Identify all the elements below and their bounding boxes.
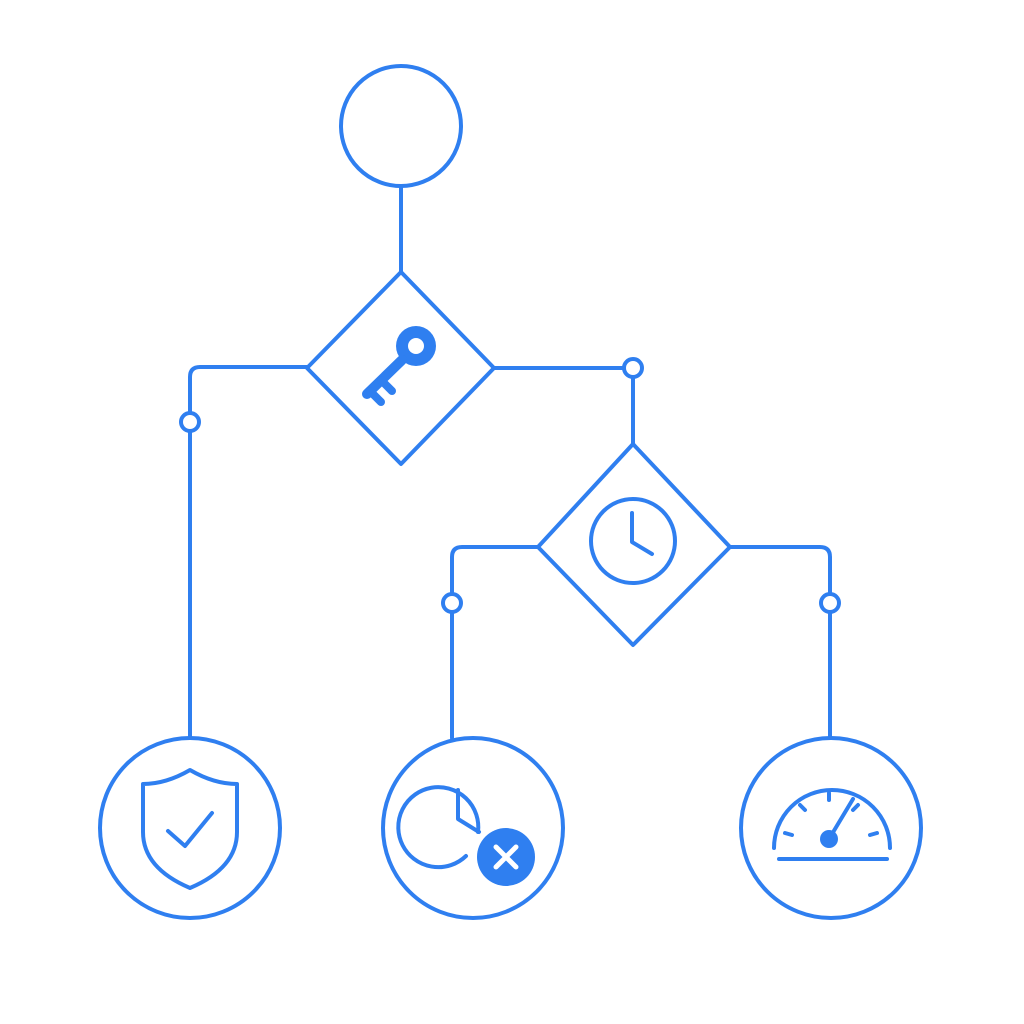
start-circle bbox=[339, 64, 463, 188]
junction-dot-timeout bbox=[441, 592, 463, 614]
start-node[interactable] bbox=[339, 64, 463, 188]
outcome-timeout-node[interactable] bbox=[381, 736, 565, 920]
edge-key-decision-to-shield bbox=[188, 365, 309, 738]
outcome-gauge-node[interactable] bbox=[739, 736, 923, 920]
shield-check-icon bbox=[141, 768, 239, 890]
clock-icon bbox=[589, 497, 677, 585]
junction-dot-left bbox=[179, 411, 201, 433]
junction-dot-gauge bbox=[819, 592, 841, 614]
speedometer-icon bbox=[772, 788, 892, 861]
connectors bbox=[188, 184, 832, 740]
outcome-shield-node[interactable] bbox=[98, 736, 282, 920]
decision-clock-node[interactable] bbox=[536, 442, 732, 647]
edge-clock-decision-to-timeout bbox=[450, 545, 540, 740]
edge-key-decision-to-clock-decision bbox=[492, 366, 635, 446]
key-icon bbox=[362, 326, 436, 406]
outcome-circle-gauge bbox=[739, 736, 923, 920]
edge-clock-decision-to-gauge bbox=[728, 545, 832, 739]
junction-dots bbox=[179, 357, 841, 614]
junction-dot-key-right bbox=[622, 357, 644, 379]
clock-x-icon bbox=[396, 785, 535, 886]
decision-key-node[interactable] bbox=[305, 270, 496, 466]
outcome-circle-shield bbox=[98, 736, 282, 920]
